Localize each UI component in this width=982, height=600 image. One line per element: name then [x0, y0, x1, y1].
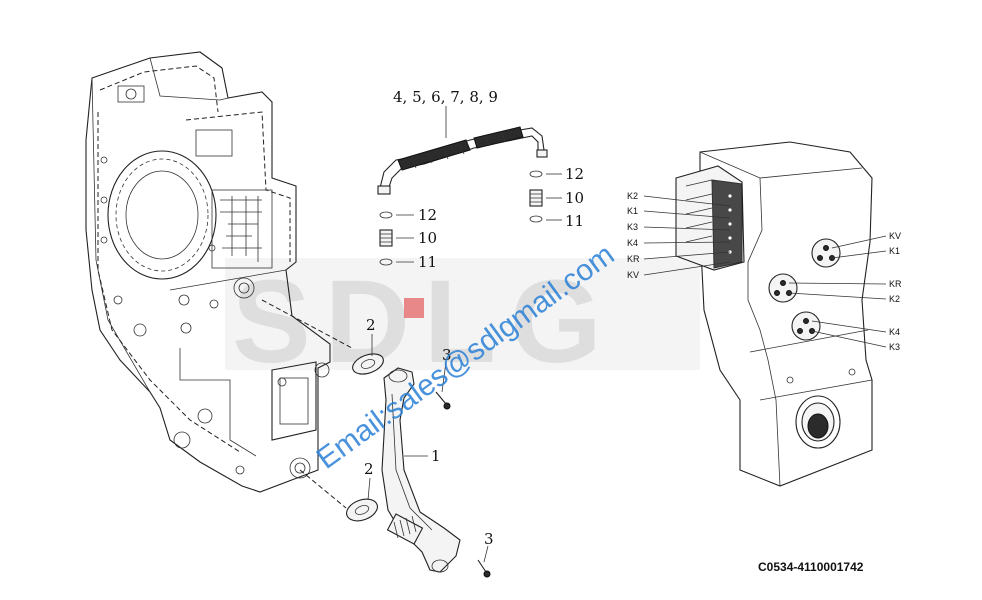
port-code-kr-right: KR — [889, 279, 902, 289]
port-leaders-left — [643, 195, 731, 276]
callout-hose-group: 4, 5, 6, 7, 8, 9 — [393, 88, 498, 106]
gasket-lower — [346, 498, 378, 522]
part-number: C0534-4110001742 — [758, 560, 864, 574]
logo-red-square — [404, 298, 424, 318]
callout-3-lower: 3 — [484, 530, 494, 548]
port-code-k4-left: K4 — [627, 238, 638, 248]
screw-lower — [477, 559, 491, 578]
fittings-right — [529, 170, 543, 223]
port-codes-right: KV K1 KR K2 K4 K3 — [889, 231, 902, 352]
port-code-k3-left: K3 — [627, 222, 638, 232]
port-leaders-right — [788, 235, 887, 348]
callout-10-left: 10 — [418, 229, 437, 247]
callout-10-right: 10 — [565, 189, 584, 207]
callout-leaders — [367, 106, 562, 563]
callout-11-left: 11 — [418, 253, 437, 271]
callout-1-pipe: 1 — [431, 447, 441, 465]
assembly-leaders — [261, 299, 353, 509]
hose-assembly — [377, 126, 548, 195]
oil-pipe — [381, 367, 461, 573]
callout-3-upper: 3 — [442, 346, 452, 364]
port-code-k2-right: K2 — [889, 294, 900, 304]
callout-12-right: 12 — [565, 165, 584, 183]
callout-11-right: 11 — [565, 212, 584, 230]
port-code-kv-left: KV — [627, 270, 639, 280]
screw-upper — [435, 391, 451, 410]
port-code-kv-right: KV — [889, 231, 901, 241]
fittings-left — [379, 211, 393, 266]
port-code-k3-right: K3 — [889, 342, 900, 352]
port-code-kr-left: KR — [627, 254, 640, 264]
callout-12-left: 12 — [418, 206, 437, 224]
port-code-k1-right: K1 — [889, 246, 900, 256]
sdlg-watermark-logo: SDLG — [225, 256, 700, 388]
port-code-k2-left: K2 — [627, 191, 638, 201]
port-code-k4-right: K4 — [889, 327, 900, 337]
transmission-housing — [85, 51, 331, 493]
callout-2-upper: 2 — [366, 316, 376, 334]
port-code-k1-left: K1 — [627, 206, 638, 216]
port-codes-left: K2 K1 K3 K4 KR KV — [627, 191, 640, 280]
gasket-upper — [352, 353, 384, 375]
valve-block — [675, 141, 873, 487]
callout-2-lower: 2 — [364, 460, 374, 478]
